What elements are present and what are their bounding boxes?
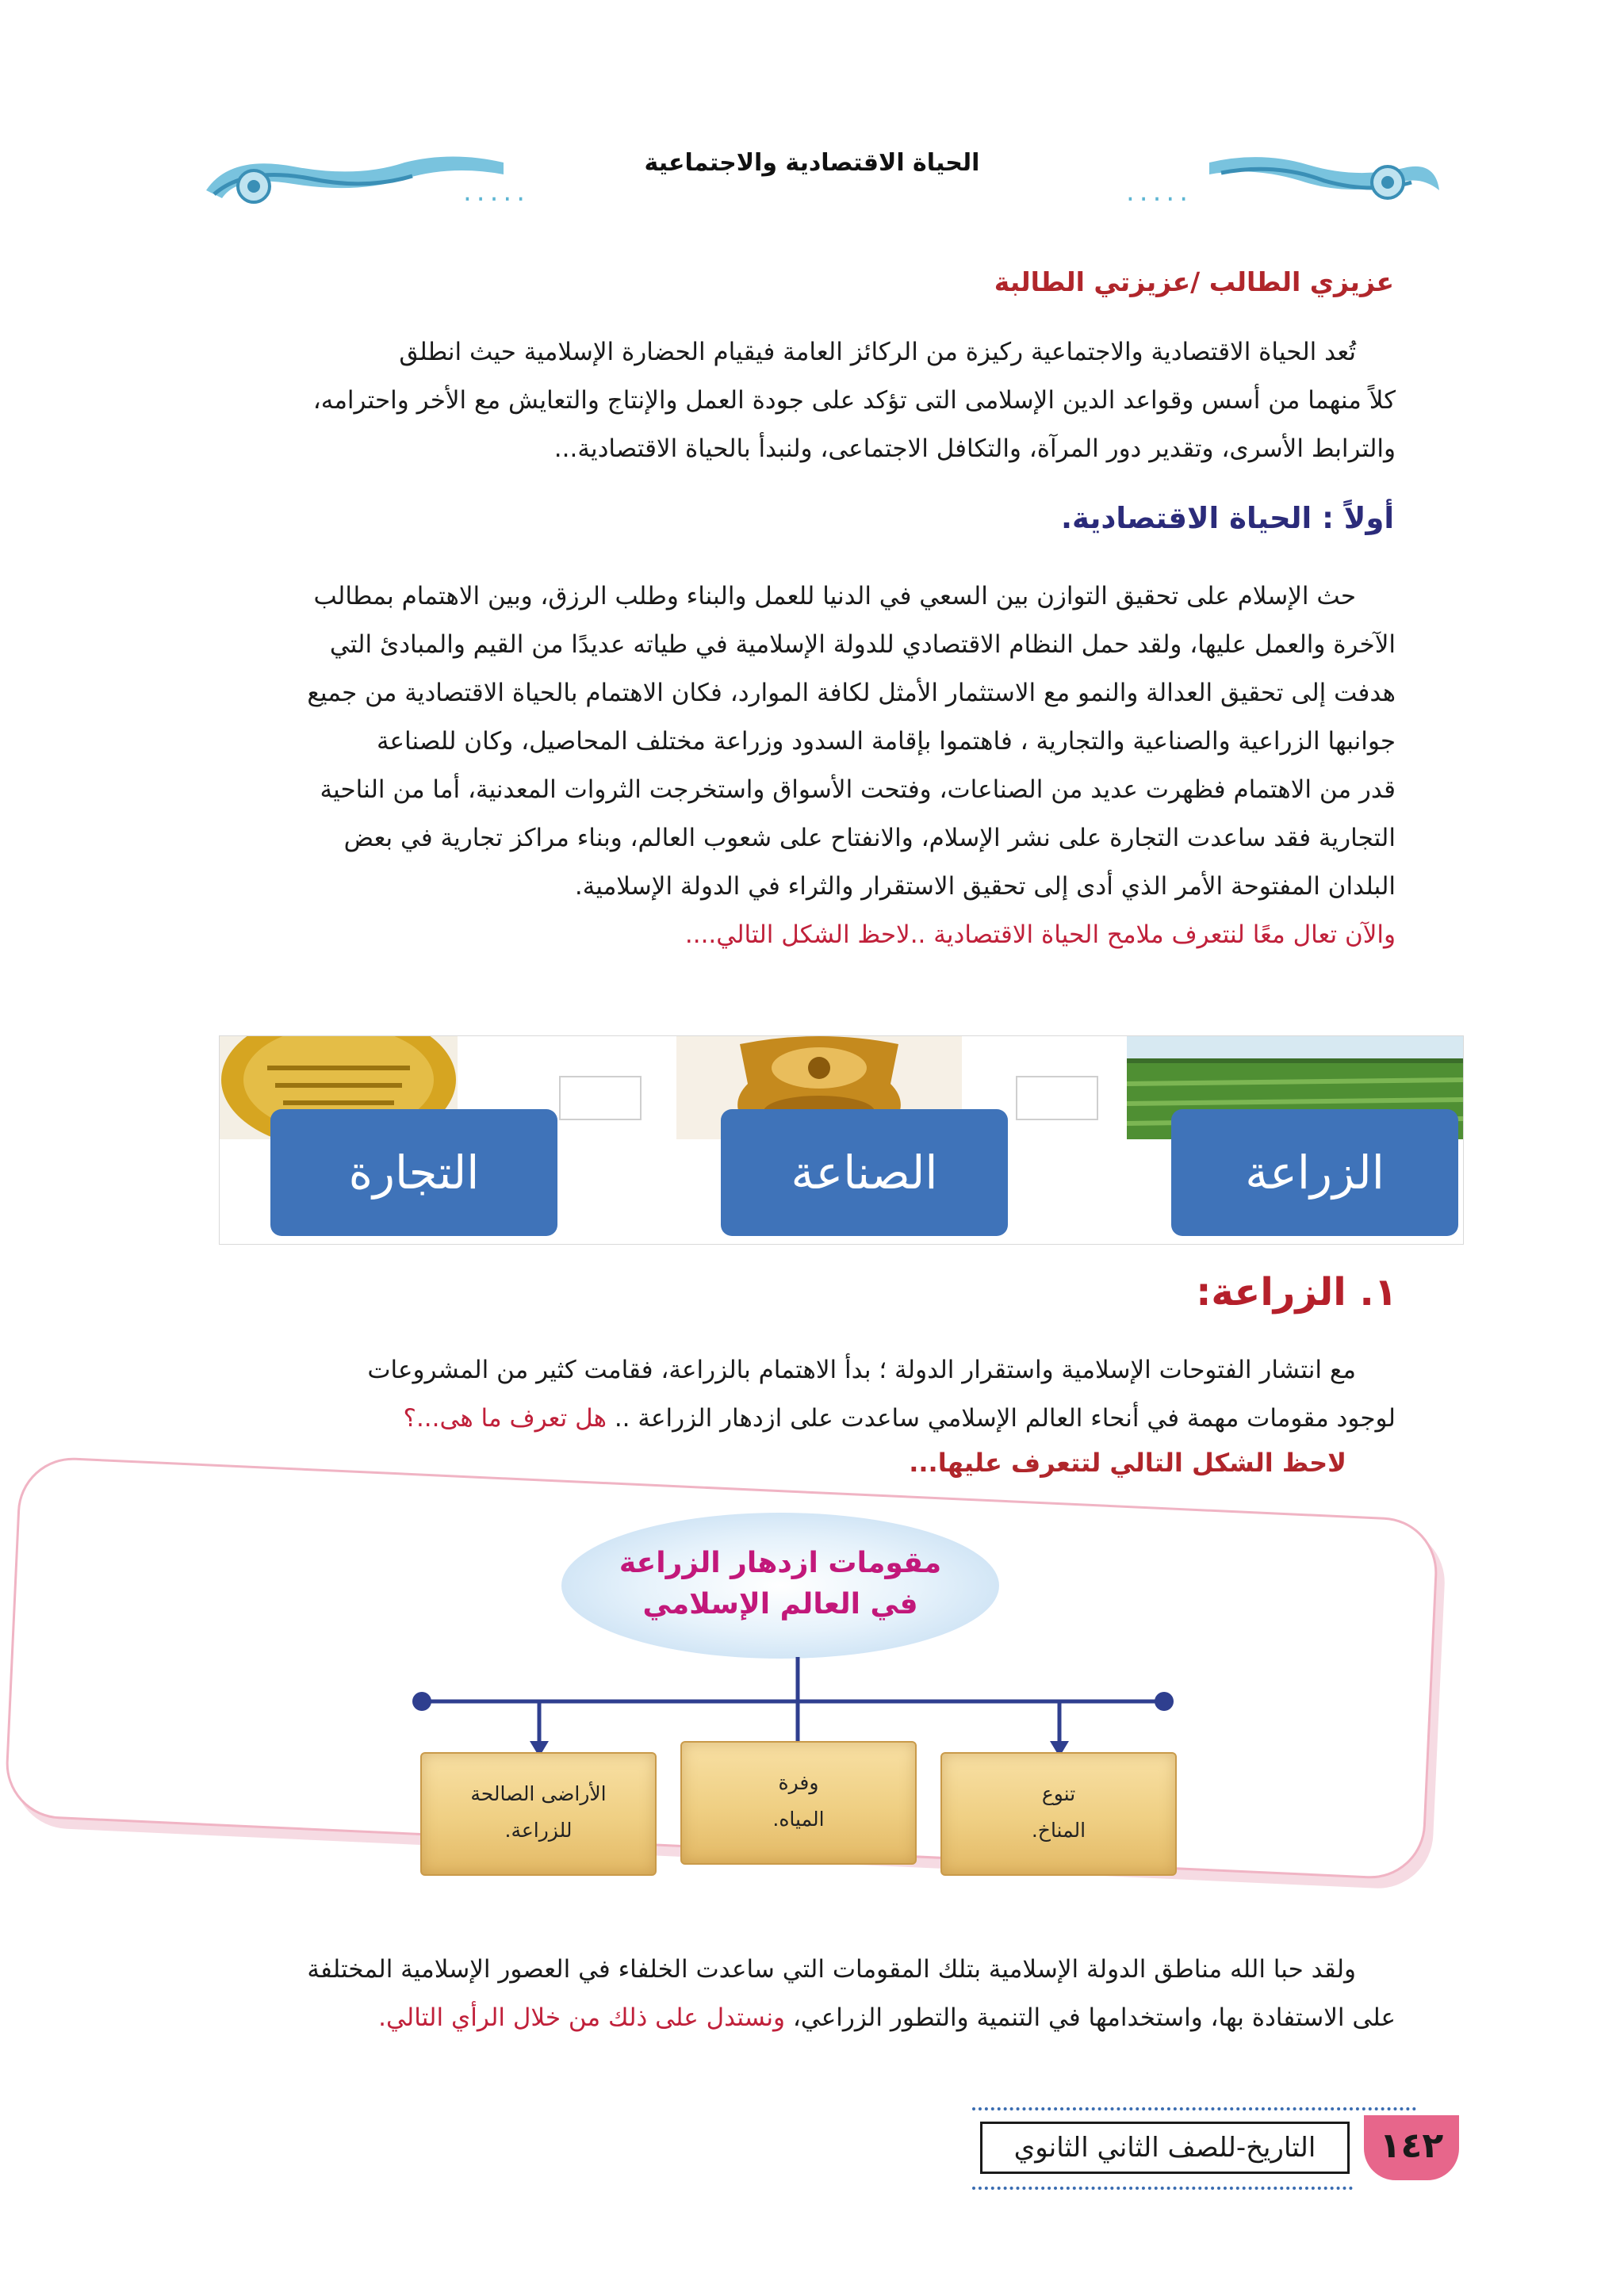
page-number: ١٤٢: [1364, 2115, 1459, 2180]
agriculture-title: ١. الزراعة:: [1196, 1270, 1397, 1314]
intro-line-2: كلاً منهما من أسس وقواعد الدين الإسلامى …: [312, 386, 1396, 415]
item-climate-line-2: المناخ.: [1031, 1819, 1086, 1842]
economic-prompt: والآن تعال معًا لنتعرف ملامح الحياة الاق…: [684, 920, 1396, 949]
item-land-line-1: الأراضى الصالحة: [470, 1782, 607, 1805]
economy-image-strip: التجارة الصناعة الزراعة: [219, 1035, 1464, 1245]
diagram-item-land: الأراضى الصالحة للزراعة.: [420, 1752, 657, 1876]
item-water-line-2: المياه.: [772, 1808, 825, 1831]
header-ornament-right: [1209, 157, 1439, 200]
closing-highlight: ونستدل على ذلك من خلال الرأي التالي.: [378, 2003, 786, 2032]
diagram-title-ellipse: مقومات ازدهار الزراعة في العالم الإسلامي: [561, 1513, 999, 1659]
header-title: الحياة الاقتصادية والاجتماعية: [644, 149, 980, 177]
economic-line-1: حث الإسلام على تحقيق التوازن بين السعي ف…: [313, 582, 1356, 610]
section-economic-title: أولاً : الحياة الاقتصادية.: [1060, 501, 1394, 535]
closing-line-2: على الاستفادة بها، واستخدامها في التنمية…: [378, 2003, 1396, 2032]
economic-line-6: التجارية فقد ساعدت التجارة على نشر الإسل…: [343, 824, 1396, 852]
diagram-item-climate: تنوع المناخ.: [940, 1752, 1177, 1876]
label-agriculture: الزراعة: [1171, 1109, 1458, 1236]
header-dots-right: .....: [1126, 176, 1193, 208]
intro-paragraph: تُعد الحياة الاقتصادية والاجتماعية ركيزة…: [228, 328, 1396, 473]
footer-dotted-line-top: [972, 2107, 1416, 2110]
economic-line-7: البلدان المفتوحة الأمر الذي أدى إلى تحقي…: [574, 872, 1396, 901]
agriculture-line-1: مع انتشار الفتوحات الإسلامية واستقرار ال…: [367, 1356, 1356, 1384]
closing-paragraph: ولقد حبا الله مناطق الدولة الإسلامية بتل…: [228, 1946, 1396, 2042]
label-trade: التجارة: [270, 1109, 557, 1236]
footer-dotted-line-bottom: [972, 2187, 1353, 2190]
greeting: عزيزي الطالب /عزيزتي الطالبة: [994, 266, 1394, 297]
diagram-item-water: وفرة المياه.: [680, 1741, 917, 1865]
agriculture-paragraph: مع انتشار الفتوحات الإسلامية واستقرار ال…: [228, 1346, 1396, 1443]
agriculture-line-2: لوجود مقومات مهمة في أنحاء العالم الإسلا…: [403, 1404, 1396, 1433]
diagram-title-line-2: في العالم الإسلامي: [642, 1588, 918, 1621]
intro-line-1: تُعد الحياة الاقتصادية والاجتماعية ركيزة…: [399, 338, 1356, 366]
economic-line-4: جوانبها الزراعية والصناعية والتجارية ، ف…: [376, 727, 1396, 756]
strip-connector-left: [559, 1076, 642, 1120]
agriculture-prompt: لاحظ الشكل التالي لتتعرف عليها...: [909, 1448, 1346, 1478]
economic-line-2: الآخرة والعمل عليها، ولقد حمل النظام الا…: [329, 630, 1396, 659]
item-water-line-1: وفرة: [778, 1771, 819, 1794]
diagram-title-line-1: مقومات ازدهار الزراعة: [619, 1547, 942, 1579]
footer-book-title: التاريخ-للصف الثاني الثانوي: [980, 2122, 1350, 2174]
intro-line-3: والترابط الأسرى، وتقدير دور المرآة، والت…: [553, 434, 1396, 463]
header-dots-left: .....: [463, 176, 530, 208]
economic-paragraph: حث الإسلام على تحقيق التوازن بين السعي ف…: [228, 572, 1396, 959]
item-climate-line-1: تنوع: [1041, 1782, 1076, 1805]
economic-line-3: هدفت إلى تحقيق العدالة والنمو مع الاستثم…: [307, 679, 1396, 707]
item-land-line-2: للزراعة.: [504, 1819, 573, 1842]
header-ornament-left: [206, 156, 504, 204]
closing-line-1: ولقد حبا الله مناطق الدولة الإسلامية بتل…: [307, 1955, 1356, 1984]
agriculture-question: هل تعرف ما هى...؟: [403, 1404, 607, 1433]
strip-connector-right: [1016, 1076, 1098, 1120]
label-industry: الصناعة: [721, 1109, 1008, 1236]
diagram-connectors: [412, 1657, 1174, 1757]
economic-line-5: قدر من الاهتمام فظهرت عديد من الصناعات، …: [320, 775, 1396, 804]
